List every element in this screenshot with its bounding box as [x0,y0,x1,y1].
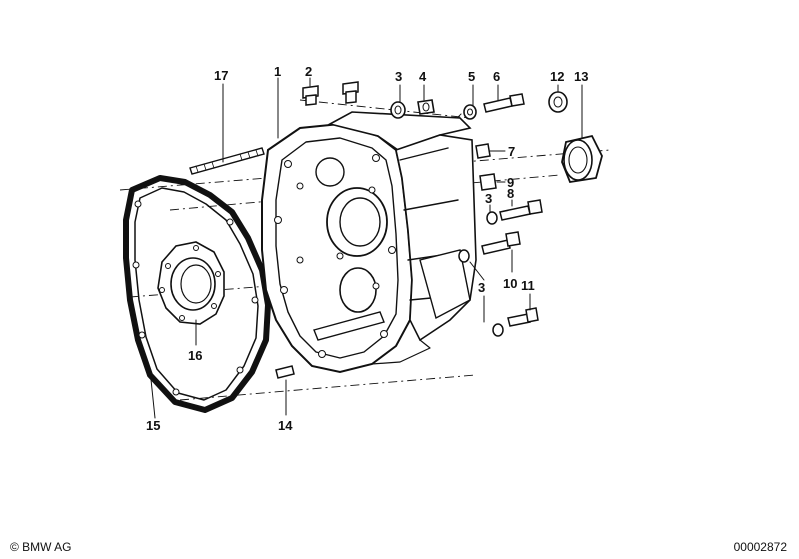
callout-14: 14 [278,418,293,433]
nut-part-4 [417,99,435,115]
cap-part-9 [479,173,497,191]
breather-part-2b [342,81,359,104]
callout-6: 6 [493,69,500,84]
plug-part-2 [302,85,319,106]
callout-4: 4 [419,69,427,84]
callout-3c: 3 [478,280,485,295]
housing-part-1 [261,111,477,374]
document-number: 00002872 [733,540,787,554]
bolt-part-11 [507,307,539,327]
washer-part-5 [463,104,477,120]
callout-8: 8 [507,186,514,201]
seal-ring-part-13 [561,134,603,183]
callout-labels: 17 1 2 3 4 5 6 12 13 7 9 8 3 10 3 11 16 … [146,64,588,433]
stud-part-17 [189,147,265,175]
callout-13: 13 [574,69,588,84]
washer-part-3b [486,211,498,225]
bolt-part-6 [483,93,525,113]
callout-3b: 3 [485,191,492,206]
callout-7: 7 [508,144,515,159]
washer-part-3a [390,101,406,119]
copyright-notice: © BMW AG [10,540,72,554]
callout-12: 12 [550,69,564,84]
callout-16: 16 [188,348,202,363]
callout-9: 9 [507,175,514,190]
washer-part-3c [458,249,504,337]
callout-5: 5 [468,69,475,84]
bolt-part-10 [481,231,521,255]
callout-17: 17 [214,68,228,83]
seal-part-12 [548,91,568,113]
callout-2: 2 [305,64,312,79]
callout-3a: 3 [395,69,402,84]
bearing-flange-part-16 [157,241,225,325]
callout-1: 1 [274,64,281,79]
callout-10: 10 [503,276,517,291]
callout-11: 11 [521,278,535,293]
bolt-part-8 [499,199,543,221]
dowel-part-14 [275,365,295,379]
callout-15: 15 [146,418,160,433]
gasket-part-15 [123,175,271,413]
leader-lines [149,77,583,419]
plug-part-7 [475,143,491,159]
